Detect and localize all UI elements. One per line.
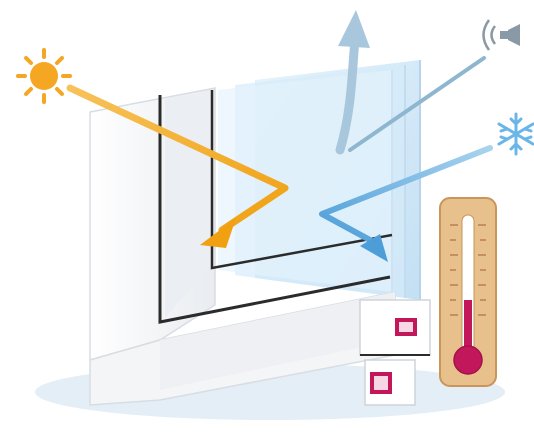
sound-icon [484,20,521,50]
glass-panes [218,60,420,300]
thermometer-icon [440,198,496,386]
snowflake-icon [499,114,533,154]
sun-icon [18,50,70,102]
